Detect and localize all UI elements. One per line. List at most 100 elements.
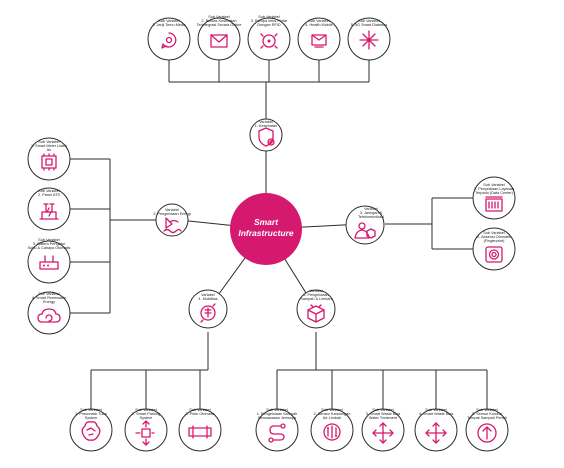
sub-node-k4: Sub Variabel 4. Health Mobile bbox=[297, 17, 341, 61]
sub-node-m2: Sub Variabel 2. Smart Parking System bbox=[124, 408, 168, 452]
node-label: Sub Variabel bbox=[321, 408, 343, 412]
mobility-cycle-icon bbox=[200, 303, 216, 323]
node-label: Sub Variabel bbox=[135, 408, 157, 412]
node-label: Sub Variabel bbox=[38, 140, 60, 144]
sparkle-icon bbox=[359, 30, 379, 50]
sub-node-m1: Sub Variabel 1. Pneumatic Tube System bbox=[69, 408, 113, 452]
node-label: 2. Absensi Otomatis bbox=[477, 235, 511, 239]
node-label: Sub Variabel bbox=[80, 408, 102, 412]
shield-plus-icon bbox=[258, 127, 275, 147]
node-label: System bbox=[85, 416, 98, 420]
router-icon bbox=[39, 255, 59, 270]
node-label: Sub Variabel bbox=[208, 15, 230, 19]
sub-node-j1: Sub Variabel 1. Penyediaan Layanan Terpa… bbox=[472, 176, 516, 220]
node-label: Variabel bbox=[259, 120, 273, 124]
arrow-up-circle-icon bbox=[477, 423, 497, 443]
chat-bubble-icon bbox=[161, 32, 177, 49]
node-label: 1. Smart Meter Listrik bbox=[31, 144, 67, 148]
node-label: Sub Variabel bbox=[483, 231, 505, 235]
variable-node-jaringan: Variabel 3. Jaringan & Telekomunikasi bbox=[345, 205, 385, 245]
node-label: 1. Penyediaan Layanan bbox=[474, 187, 514, 191]
node-label: Sub Variabel bbox=[38, 189, 60, 193]
sub-node-k2: Sub Variabel 2. Berkas Kesehatan Terinte… bbox=[197, 15, 242, 61]
variable-node-energi: Variabel 2. Pengelolaan Energi bbox=[153, 203, 191, 237]
node-label: 3. Smart Waste Bins bbox=[366, 412, 401, 416]
node-label: Suhu & Cahaya Otomatis bbox=[28, 246, 71, 250]
node-label: Variabel bbox=[165, 208, 179, 212]
power-panel-icon bbox=[39, 203, 59, 220]
node-label: Water Treatment bbox=[369, 416, 398, 420]
node-label: (Fingerprint) bbox=[484, 239, 505, 243]
node-label: 4. Smart Waste Bins bbox=[419, 412, 454, 416]
node-label: 2. Smart Parking bbox=[132, 412, 160, 416]
node-label: Sub Variabel bbox=[483, 183, 505, 187]
node-label: 1. Janji Temu Medis bbox=[152, 23, 186, 27]
node-label: 3. Pintu Otomatis bbox=[185, 412, 214, 416]
node-label: Sub Variabel bbox=[476, 408, 498, 412]
node-label: Sub Variabel bbox=[38, 238, 60, 242]
sub-node-e3: Sub Variabel 3. Sistem Pengatur Suhu & C… bbox=[27, 238, 71, 284]
node-label: Sub Variabel bbox=[189, 408, 211, 412]
sub-node-s4: Sub Variabel 4. Smart Waste Bins bbox=[414, 408, 458, 452]
mail-icon bbox=[210, 34, 228, 48]
node-label: Terpadu (Data Center) bbox=[475, 191, 514, 195]
node-label: Telekomunikasi bbox=[358, 215, 384, 219]
node-label: Sampah & Limbah bbox=[300, 297, 331, 301]
node-label: 4. Mobilitas bbox=[198, 297, 217, 301]
node-label: Air Limbah bbox=[323, 416, 341, 420]
node-label: Variabel bbox=[364, 207, 378, 211]
node-label: Dengan RFID bbox=[257, 23, 280, 27]
node-label: Sub Variabel bbox=[266, 408, 288, 412]
sub-node-k1: Sub Variabel 1. Janji Temu Medis bbox=[147, 17, 191, 61]
node-label: Air bbox=[47, 148, 52, 152]
node-label: 4. Smart Renewable bbox=[32, 296, 66, 300]
move-arrows-icon bbox=[135, 420, 155, 446]
node-label: 1. Pengelolaan Sampah bbox=[257, 412, 298, 416]
sub-node-k3: Sub Variabel 3. Pompa Infus Pintar Denga… bbox=[247, 15, 291, 61]
variable-node-mobilitas: Variabel 4. Mobilitas bbox=[188, 289, 228, 329]
node-label: 2. Sensor Kandungan bbox=[314, 412, 351, 416]
flow-path-icon bbox=[268, 423, 286, 443]
sub-node-s2: Sub Variabel 2. Sensor Kandungan Air Lim… bbox=[310, 408, 354, 452]
node-label: Sub Variabel bbox=[425, 408, 447, 412]
sub-node-e4: Sub Variabel 4. Smart Renewable Energy bbox=[27, 291, 71, 335]
node-label: System bbox=[140, 416, 153, 420]
node-label: 2. Panel ATS bbox=[38, 193, 60, 197]
node-label: Energy bbox=[43, 300, 55, 304]
waste-box-icon bbox=[307, 304, 325, 323]
connectors bbox=[70, 60, 488, 410]
node-label: 1. Kesehatan bbox=[255, 124, 277, 128]
expand-arrows-icon bbox=[372, 422, 394, 444]
sub-node-e2: Sub Variabel 2. Panel ATS bbox=[27, 187, 71, 231]
node-label: 2. Pengelolaan Energi bbox=[153, 212, 191, 216]
variable-node-sampah: Variabel 5. Pengelolaan Sampah & Limbah bbox=[296, 289, 336, 329]
sub-node-k5: Sub Variabel 5. 5G Smart Diabetes bbox=[347, 17, 391, 61]
node-label: 5. Pengelolaan bbox=[303, 293, 328, 297]
node-label: 2. Berkas Kesehatan bbox=[201, 19, 236, 23]
node-label: Sub Variabel bbox=[358, 19, 380, 23]
node-label: 3. Sistem Pengatur bbox=[33, 242, 66, 246]
node-label: Terintegrasi Secara Online bbox=[197, 23, 242, 27]
node-label: 3. Pompa Infus Pintar bbox=[251, 19, 288, 23]
infusion-pump-icon bbox=[260, 33, 278, 49]
sub-node-s5: Sub Variabel 5. Sensor Kondisi Tempat Sa… bbox=[465, 408, 509, 452]
mobile-mail-icon bbox=[311, 34, 327, 48]
circuit-chip-icon bbox=[323, 423, 341, 441]
node-label: Sub Variabel bbox=[258, 15, 280, 19]
node-label: Sub Variabel bbox=[38, 292, 60, 296]
node-label: 5. Sensor Kondisi bbox=[472, 412, 502, 416]
sub-node-j2: Sub Variabel 2. Absensi Otomatis (Finger… bbox=[472, 227, 516, 271]
pipe-door-icon bbox=[188, 425, 212, 439]
node-label: Tempat Sampah Penuh bbox=[467, 416, 507, 420]
data-center-icon bbox=[485, 196, 503, 212]
hydro-energy-icon bbox=[163, 217, 182, 234]
cloud-refresh-icon bbox=[37, 308, 61, 323]
node-label: 3. Jaringan & bbox=[360, 211, 383, 215]
node-label: Berwawasan Jenisnya bbox=[258, 416, 297, 420]
fingerprint-device-icon bbox=[485, 246, 503, 263]
node-label: Sub Variabel bbox=[158, 19, 180, 23]
node-label: Variabel bbox=[201, 293, 215, 297]
sub-node-s3: Sub Variabel 3. Smart Waste Bins Water T… bbox=[361, 408, 405, 452]
node-label: 5. 5G Smart Diabetes bbox=[351, 23, 388, 27]
sub-node-m3: Sub Variabel 3. Pintu Otomatis bbox=[178, 408, 222, 452]
